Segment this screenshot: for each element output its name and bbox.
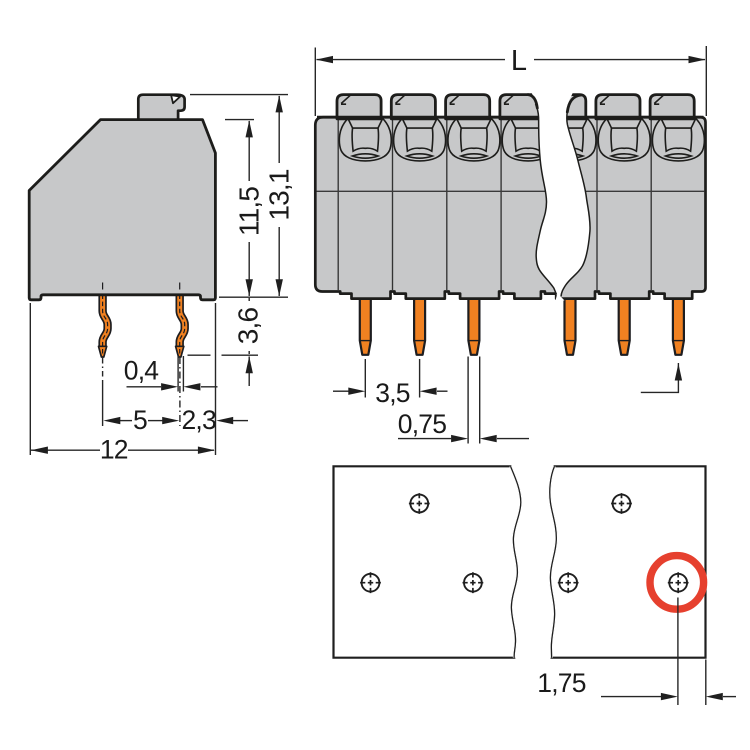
svg-text:L: L xyxy=(511,45,527,77)
svg-text:13,1: 13,1 xyxy=(264,169,295,221)
svg-text:5: 5 xyxy=(133,405,147,435)
svg-text:11,5: 11,5 xyxy=(234,187,265,236)
svg-text:12: 12 xyxy=(100,435,128,465)
svg-text:0,75: 0,75 xyxy=(398,409,446,439)
svg-text:1,75: 1,75 xyxy=(537,668,585,698)
svg-text:2,3: 2,3 xyxy=(181,405,216,435)
svg-text:3,6: 3,6 xyxy=(233,308,264,345)
svg-text:0,4: 0,4 xyxy=(124,356,159,386)
svg-text:3,5: 3,5 xyxy=(375,378,410,408)
